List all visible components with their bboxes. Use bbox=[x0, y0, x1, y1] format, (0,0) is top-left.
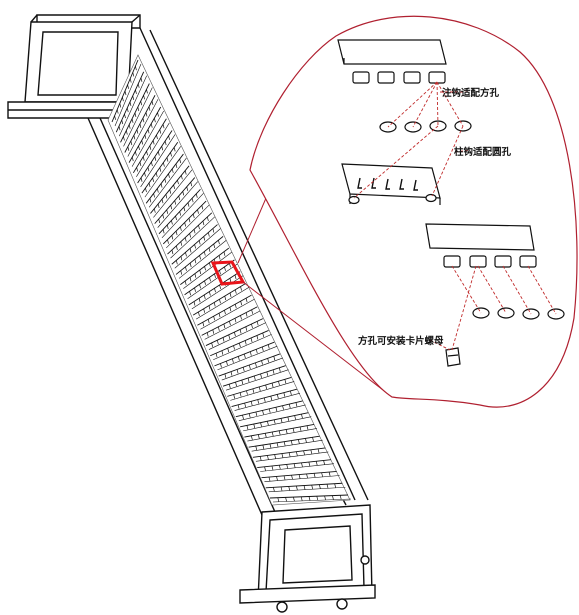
belt-slat bbox=[124, 95, 159, 157]
clip-nut bbox=[445, 347, 461, 367]
belt-slat bbox=[145, 153, 187, 208]
belt-slat bbox=[248, 435, 323, 452]
belt-slat bbox=[137, 130, 176, 188]
square-holes-top bbox=[352, 71, 446, 84]
belt-slat bbox=[222, 365, 289, 391]
belt-slat bbox=[132, 118, 170, 177]
belt-slat bbox=[235, 400, 306, 421]
belt-slat bbox=[167, 212, 215, 259]
belt-slat bbox=[231, 388, 300, 411]
belt-slat bbox=[210, 329, 272, 361]
belt-slat bbox=[154, 177, 198, 228]
belt-surface bbox=[107, 54, 351, 506]
belt-slat bbox=[120, 83, 153, 147]
square-holes-lower bbox=[443, 255, 537, 268]
bottom-box bbox=[239, 504, 376, 613]
belt-slat bbox=[240, 412, 312, 432]
belt-slat bbox=[162, 200, 210, 249]
belt-slat bbox=[252, 447, 329, 462]
label-round-hole: 柱钩适配圆孔 bbox=[454, 146, 512, 158]
belt-slat bbox=[205, 318, 266, 350]
hooks bbox=[357, 177, 418, 191]
top-hood bbox=[7, 14, 143, 119]
label-square-hole: 注钩适配方孔 bbox=[442, 87, 500, 99]
belt-slat bbox=[192, 282, 249, 320]
belt-slat bbox=[111, 59, 142, 127]
belt-slat bbox=[180, 247, 232, 289]
conveyor-frame bbox=[7, 14, 369, 516]
detail-callout bbox=[249, 15, 578, 408]
belt-slat bbox=[227, 377, 295, 401]
belt-slat bbox=[244, 424, 317, 442]
bracket-top bbox=[337, 39, 472, 133]
belt-slat bbox=[171, 224, 221, 269]
belt-slat bbox=[184, 259, 238, 300]
belt-slat bbox=[218, 353, 283, 381]
belt-slat bbox=[175, 236, 227, 279]
caster-wheels bbox=[276, 555, 370, 613]
belt-slat bbox=[141, 142, 181, 198]
annotation-labels: 注钩适配方孔 柱钩适配圆孔 方孔可安装卡片螺母 bbox=[358, 87, 512, 347]
belt-slat bbox=[261, 471, 340, 482]
belt-slat bbox=[150, 165, 193, 218]
belt-slat bbox=[269, 494, 352, 503]
belt-slats bbox=[111, 59, 352, 503]
belt-slat bbox=[201, 306, 261, 340]
belt-slat bbox=[265, 482, 346, 493]
belt-slat bbox=[158, 189, 204, 238]
belt-slat bbox=[257, 459, 335, 472]
belt-slat bbox=[115, 71, 147, 137]
belt-slat bbox=[128, 106, 164, 167]
label-clip-nut: 方孔可安装卡片螺母 bbox=[358, 335, 444, 347]
hook-plate bbox=[341, 163, 441, 205]
belt-slat bbox=[197, 294, 255, 330]
leader-lines bbox=[353, 81, 557, 351]
belt-slat bbox=[214, 341, 278, 371]
